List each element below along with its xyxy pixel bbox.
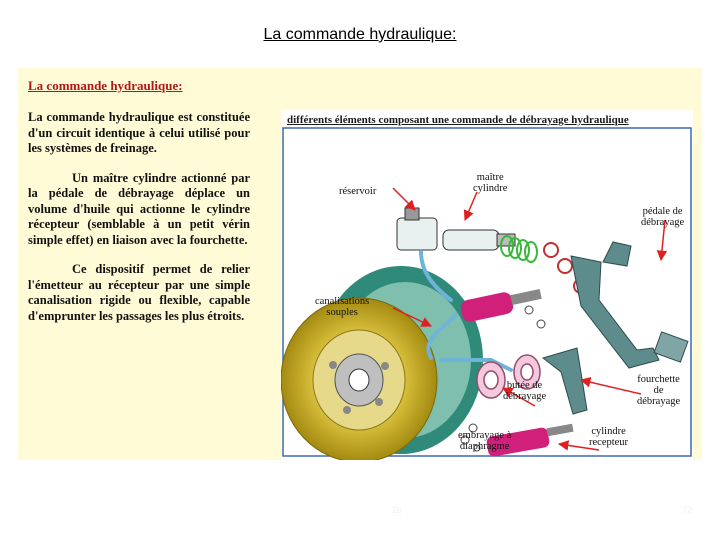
label-release-bearing: butée de débrayage <box>503 380 546 402</box>
master-cylinder <box>443 230 515 250</box>
slide-title: La commande hydraulique: <box>0 26 720 44</box>
label-hoses: canalisations souples <box>315 296 369 318</box>
label-clutch-pedal: pédale de débrayage <box>641 206 684 228</box>
label-master-cylinder: maître cylindre <box>473 172 507 194</box>
label-slave-cylinder: cylindre recepteur <box>589 426 628 448</box>
footer-number-left: 26 <box>392 505 402 515</box>
footer-number-right: 72 <box>682 505 692 515</box>
label-reservoir: réservoir <box>339 186 376 197</box>
clutch-disc <box>281 298 437 460</box>
clutch-pedal <box>571 242 688 368</box>
clutch-diagram: différents éléments composant une comman… <box>281 110 693 460</box>
content-panel: La commande hydraulique: La commande hyd… <box>18 68 702 460</box>
reservoir <box>397 208 437 250</box>
release-fork <box>543 348 587 414</box>
paragraph-1: La commande hydraulique est constituée d… <box>28 110 250 157</box>
panel-heading: La commande hydraulique: <box>28 78 183 94</box>
description-text: La commande hydraulique est constituée d… <box>28 110 250 338</box>
label-release-fork: fourchette de débrayage <box>637 374 680 407</box>
label-diaphragm-clutch: embrayage à diaphragme <box>458 430 511 452</box>
clutch-diagram-drawing <box>281 110 693 460</box>
figure-title: différents éléments composant une comman… <box>287 114 687 126</box>
paragraph-3: Ce dispositif permet de relier l'émetteu… <box>28 262 250 324</box>
paragraph-2: Un maître cylindre actionné par la pédal… <box>28 171 250 249</box>
